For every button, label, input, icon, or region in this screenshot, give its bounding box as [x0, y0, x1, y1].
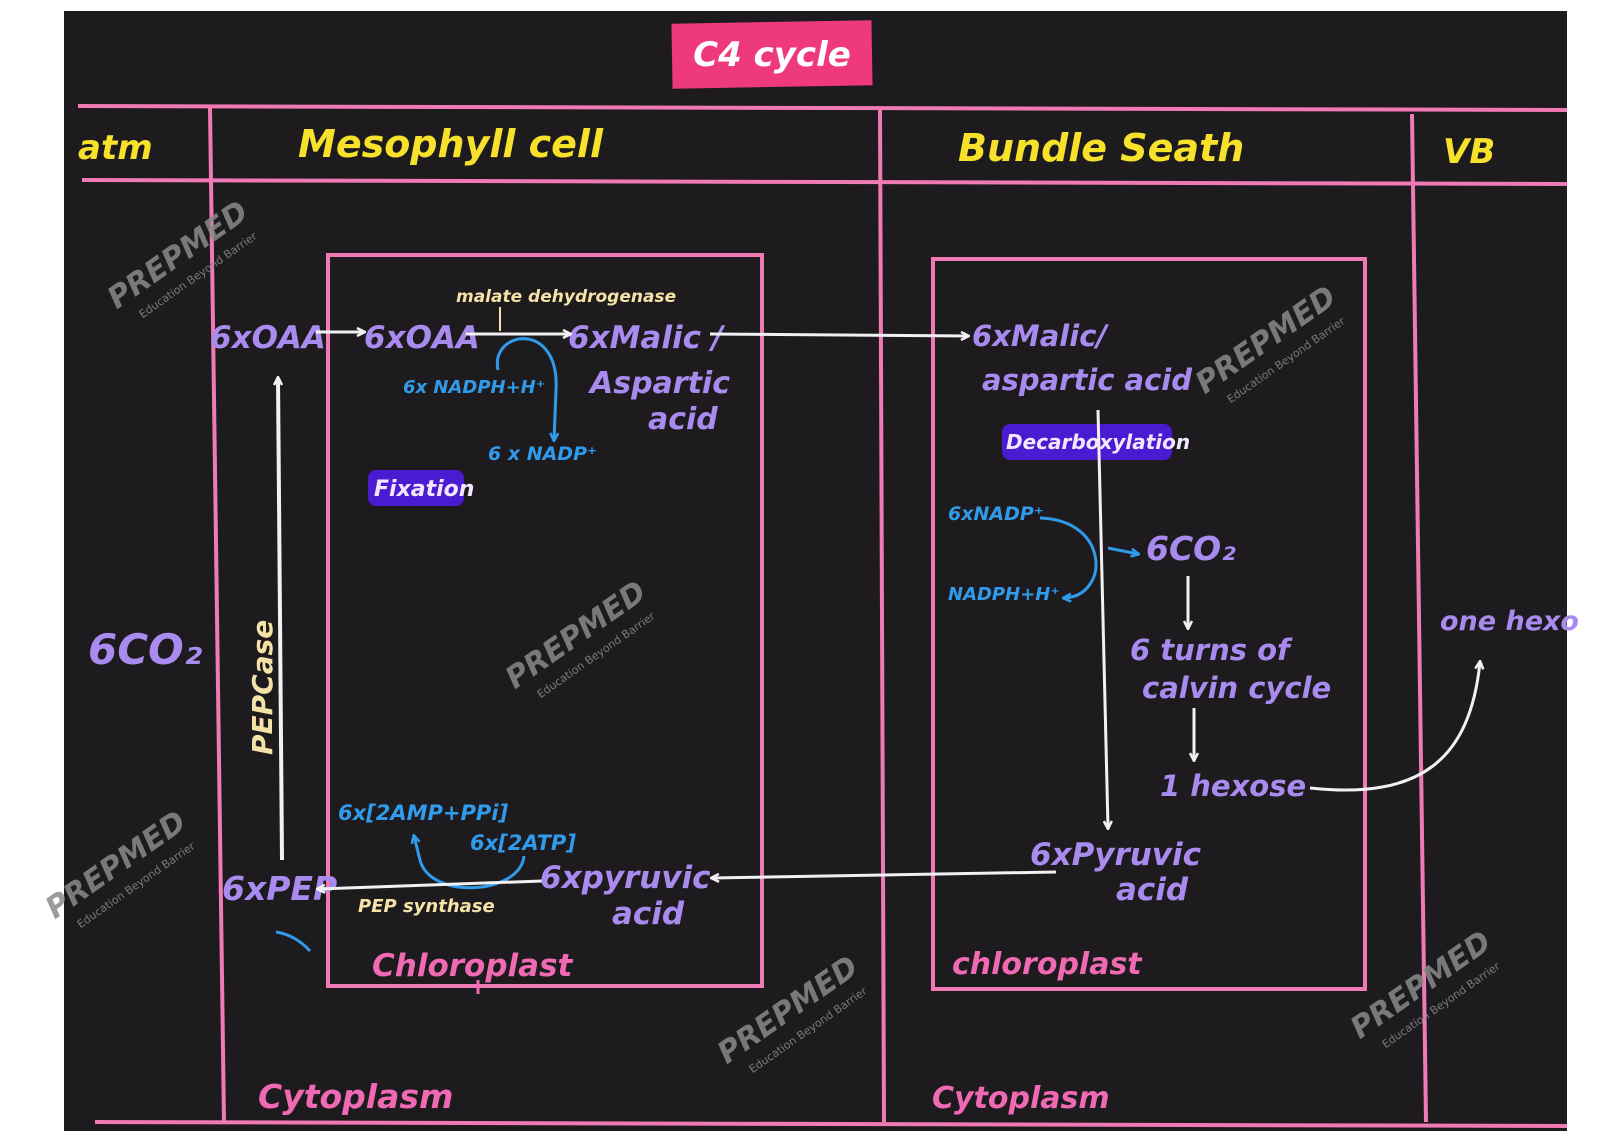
decarboxylation-arrow: [1096, 409, 1108, 828]
header-atm: atm: [78, 128, 153, 168]
pyruvic-acid-mesophyll: acid: [612, 896, 685, 932]
arrow-malic-to-bundle-sheath: [709, 334, 968, 336]
arrow-pyruvic-to-pep: [318, 879, 543, 889]
cytoplasm-label-mesophyll: Cytoplasm: [258, 1077, 453, 1116]
atp-label: 6x[2ATP]: [470, 831, 576, 855]
title-badge: C4 cycle: [671, 20, 873, 89]
mesophyll-top-arrows: [316, 332, 570, 334]
nadp-cofactor-arrow: [1039, 516, 1098, 598]
arrow-pyruvic-to-mesophyll: [712, 870, 1057, 878]
vb-hexose-label: one hexo: [1440, 606, 1579, 637]
blackboard: [64, 11, 1567, 1131]
table-grid: [77, 104, 1568, 1128]
header-bundle-sheath: Bundle Seath: [958, 126, 1244, 170]
enzyme-malate-dehydrogenase: malate dehydrogenase: [456, 287, 676, 307]
header-vb: VB: [1443, 132, 1495, 172]
atp-cofactor-arrow: [414, 836, 526, 890]
nadph-mesophyll: 6x NADPH+H⁺: [403, 377, 545, 398]
calvin-turns-label: 6 turns of: [1130, 633, 1293, 667]
oaa-cytoplasm: 6xOAA: [210, 320, 326, 356]
co2-release-arrow: [1107, 546, 1138, 554]
arrow-hexose-to-vb: [1309, 662, 1480, 792]
aspartic-label: Aspartic: [588, 366, 730, 401]
aspartic-acid-label: acid: [648, 402, 718, 437]
diagram-title: C4 cycle: [693, 35, 851, 75]
atm-co2: 6CO₂: [88, 625, 203, 674]
fixation-label: Fixation: [374, 477, 474, 502]
aspartic-acid-bundle-sheath: aspartic acid: [982, 363, 1192, 397]
oaa-chloroplast: 6xOAA: [364, 320, 480, 356]
malic-mesophyll: 6xMalic /: [568, 320, 726, 356]
chloroplast-label-mesophyll: Chloroplast: [372, 948, 574, 984]
mesophyll-chloroplast-box: [326, 253, 764, 988]
nadph-cofactor-arrow: [495, 337, 556, 440]
pepcase-arrow: [278, 378, 284, 861]
malic-bundle-sheath: 6xMalic/: [972, 319, 1109, 353]
fixation-highlight: [368, 470, 464, 506]
pepcase-label: PEPCase: [246, 620, 279, 755]
header-mesophyll-cell: Mesophyll cell: [298, 122, 604, 166]
amp-ppi-label: 6x[2AMP+PPi]: [338, 801, 508, 825]
nadp-bundle-sheath: 6xNADP⁺: [948, 503, 1044, 525]
blue-tick-mark: [275, 930, 312, 953]
nadp-mesophyll: 6 x NADP⁺: [488, 443, 597, 465]
bundle-sheath-chloroplast-box: [931, 257, 1367, 991]
hexose-bundle-sheath: 1 hexose: [1160, 769, 1306, 803]
decarboxylation-highlight: [1002, 424, 1172, 460]
nadph-bundle-sheath: NADPH+H⁺: [948, 584, 1060, 605]
pyruvic-mesophyll: 6xpyruvic: [540, 860, 711, 896]
co2-bundle-sheath: 6CO₂: [1146, 529, 1236, 568]
pyruvic-bundle-sheath: 6xPyruvic: [1030, 837, 1202, 873]
pyruvic-acid-bundle-sheath: acid: [1116, 872, 1189, 908]
pep-synthase-label: PEP synthase: [358, 896, 495, 917]
cytoplasm-label-bundle-sheath: Cytoplasm: [932, 1081, 1110, 1116]
chloroplast-label-bundle-sheath: chloroplast: [952, 947, 1143, 982]
calvin-cycle-label: calvin cycle: [1142, 671, 1331, 705]
